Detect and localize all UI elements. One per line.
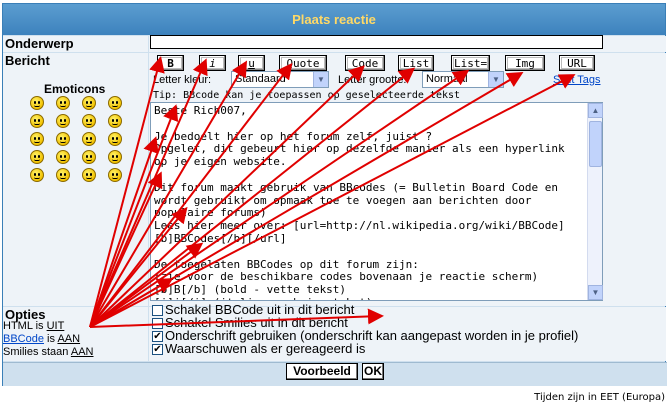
url-button[interactable]: URL — [559, 55, 595, 71]
code-button[interactable]: Code — [345, 55, 385, 71]
notify-reply-label: Waarschuwen als er gereageerd is — [165, 341, 366, 356]
laughing-emoticon-icon[interactable] — [108, 114, 122, 128]
font-color-value: Standaard — [235, 73, 286, 85]
message-scrollbar[interactable]: ▲ ▼ — [587, 103, 603, 300]
disable-bbcode-checkbox[interactable] — [152, 305, 163, 316]
evil-emoticon-icon[interactable] — [30, 150, 44, 164]
timezone-note: Tijden zijn in EET (Europa) — [534, 392, 665, 403]
panel-title: Plaats reactie — [3, 4, 665, 35]
ordered-list-button[interactable]: List= — [451, 55, 490, 71]
scroll-up-icon[interactable]: ▲ — [588, 103, 603, 118]
idea-emoticon-icon[interactable] — [82, 168, 96, 182]
chevron-down-icon: ▼ — [313, 72, 328, 87]
font-size-value: Normaal — [426, 73, 468, 85]
bbcode-status: BBCode is AAN — [3, 333, 81, 345]
arrow-emoticon-icon[interactable] — [108, 168, 122, 182]
grin-emoticon-icon[interactable] — [56, 96, 70, 110]
crying-emoticon-icon[interactable] — [108, 132, 122, 146]
surprised-emoticon-icon[interactable] — [108, 96, 122, 110]
message-label: Bericht — [5, 53, 50, 68]
quote-button[interactable]: Quote — [279, 55, 327, 71]
subject-label-cell: Onderwerp — [3, 36, 148, 52]
wink-emoticon-icon[interactable] — [108, 150, 122, 164]
font-size-select[interactable]: Normaal ▼ — [422, 71, 504, 88]
disable-smilies-checkbox[interactable] — [152, 318, 163, 329]
mad-emoticon-icon[interactable] — [30, 132, 44, 146]
sad-emoticon-icon[interactable] — [82, 96, 96, 110]
subject-label: Onderwerp — [5, 36, 74, 51]
font-color-label: Letter kleur: — [153, 74, 212, 86]
html-status: HTML is UIT — [3, 320, 65, 332]
exclaim-emoticon-icon[interactable] — [30, 168, 44, 182]
smilies-status: Smilies staan AAN — [3, 346, 94, 358]
scroll-thumb[interactable] — [589, 121, 602, 167]
smilies-status-value: AAN — [70, 346, 94, 358]
font-color-select[interactable]: Standaard ▼ — [231, 71, 329, 88]
img-button[interactable]: Img — [505, 55, 545, 71]
scroll-down-icon[interactable]: ▼ — [588, 285, 603, 300]
subject-input[interactable] — [150, 35, 603, 49]
bbcode-status-value: AAN — [57, 333, 81, 345]
font-size-label: Letter grootte: — [338, 74, 407, 86]
html-status-value: UIT — [46, 320, 65, 332]
chevron-down-icon: ▼ — [488, 72, 503, 87]
rolleyes-emoticon-icon[interactable] — [82, 150, 96, 164]
bbcode-help-link[interactable]: BBCode — [3, 333, 44, 345]
question-emoticon-icon[interactable] — [56, 168, 70, 182]
underline-button[interactable]: u — [238, 55, 265, 71]
italic-button[interactable]: i — [199, 55, 226, 71]
bbcode-tip: Tip: BBcode kan je toepassen op geselect… — [153, 90, 461, 101]
options-label: Opties — [5, 307, 46, 322]
preview-button[interactable]: Voorbeeld — [286, 363, 358, 380]
confused-emoticon-icon[interactable] — [56, 114, 70, 128]
notify-reply-checkbox[interactable]: ✔ — [152, 344, 163, 355]
submit-ok-button[interactable]: OK — [362, 363, 384, 380]
list-button[interactable]: List — [398, 55, 434, 71]
razz-emoticon-icon[interactable] — [56, 132, 70, 146]
emoticons-title: Emoticons — [44, 82, 106, 96]
shocked-emoticon-icon[interactable] — [30, 114, 44, 128]
embarrassed-emoticon-icon[interactable] — [82, 132, 96, 146]
message-textarea[interactable]: Beste Rich007, Je bedoelt hier op het fo… — [150, 102, 603, 301]
twisted-emoticon-icon[interactable] — [56, 150, 70, 164]
bold-button[interactable]: B — [157, 55, 184, 71]
smile-emoticon-icon[interactable] — [30, 96, 44, 110]
attach-signature-checkbox[interactable]: ✔ — [152, 331, 163, 342]
close-tags-link[interactable]: Sluit Tags — [553, 74, 601, 86]
attach-signature-label: Onderschrift gebruiken (onderschrift kan… — [165, 328, 579, 343]
cool-emoticon-icon[interactable] — [82, 114, 96, 128]
